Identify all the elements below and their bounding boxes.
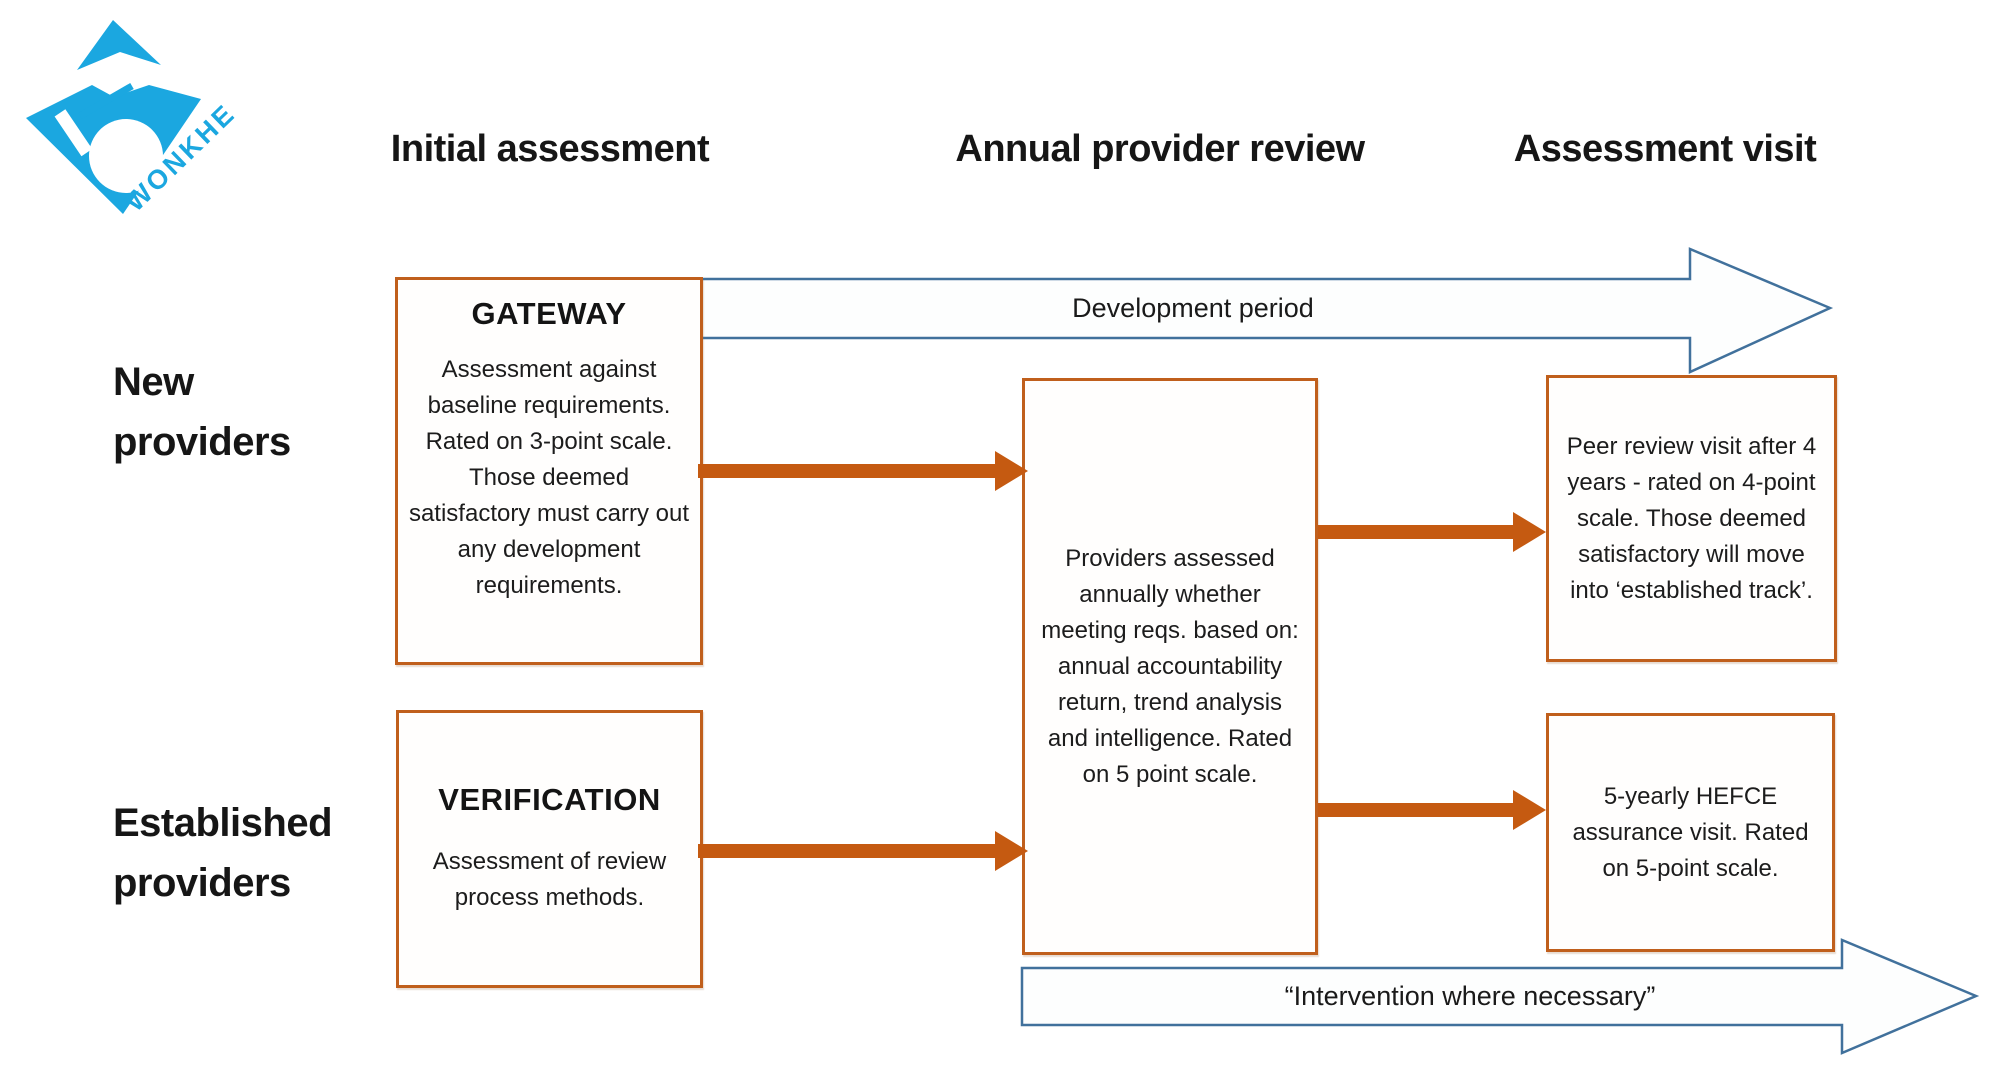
gateway-title: GATEWAY	[471, 296, 627, 331]
logo-circle-cutout	[89, 119, 163, 193]
arrow-verification-to-annual	[698, 829, 1028, 873]
development-period-arrow-shape	[696, 247, 1834, 374]
wonkhe-logo: WONKHE	[10, 6, 250, 231]
logo-chevron-shape	[77, 20, 161, 70]
logo-stroke	[78, 82, 134, 120]
verification-box: VERIFICATION Assessment of review proces…	[396, 710, 703, 988]
column-header-annual-provider-review: Annual provider review	[955, 128, 1365, 170]
hefce-assurance-box: 5-yearly HEFCE assurance visit. Rated on…	[1546, 713, 1835, 952]
intervention-arrow: “Intervention where necessary”	[1018, 936, 1984, 1064]
annual-review-box: Providers assessed annually whether meet…	[1022, 378, 1318, 955]
gateway-box: GATEWAY Assessment against baseline requ…	[395, 277, 703, 665]
peer-review-body: Peer review visit after 4 years - rated …	[1566, 432, 1817, 604]
arrow-annual-to-hefce	[1318, 788, 1546, 832]
arrow-annual-to-peer-review	[1318, 510, 1546, 554]
row-label-new-providers: New providers	[113, 360, 291, 464]
development-period-arrow: Development period	[696, 246, 1836, 376]
verification-body: Assessment of review process methods.	[432, 848, 667, 911]
peer-review-box: Peer review visit after 4 years - rated …	[1546, 375, 1837, 662]
development-period-label: Development period	[1072, 293, 1314, 323]
gateway-body: Assessment against baseline requirements…	[408, 356, 690, 599]
verification-title: VERIFICATION	[438, 782, 661, 817]
intervention-label: “Intervention where necessary”	[1284, 981, 1656, 1011]
wonkhe-logo-mark: WONKHE	[26, 20, 242, 217]
annual-review-body: Providers assessed annually whether meet…	[1041, 544, 1299, 788]
logo-notch	[54, 109, 93, 157]
row-label-established-providers: Established providers	[113, 801, 333, 905]
intervention-arrow-shape	[1020, 938, 1980, 1055]
hefce-assurance-body: 5-yearly HEFCE assurance visit. Rated on…	[1572, 782, 1809, 882]
column-header-assessment-visit: Assessment visit	[1513, 128, 1817, 170]
arrow-gateway-to-annual	[698, 449, 1028, 493]
column-header-initial-assessment: Initial assessment	[390, 128, 710, 170]
